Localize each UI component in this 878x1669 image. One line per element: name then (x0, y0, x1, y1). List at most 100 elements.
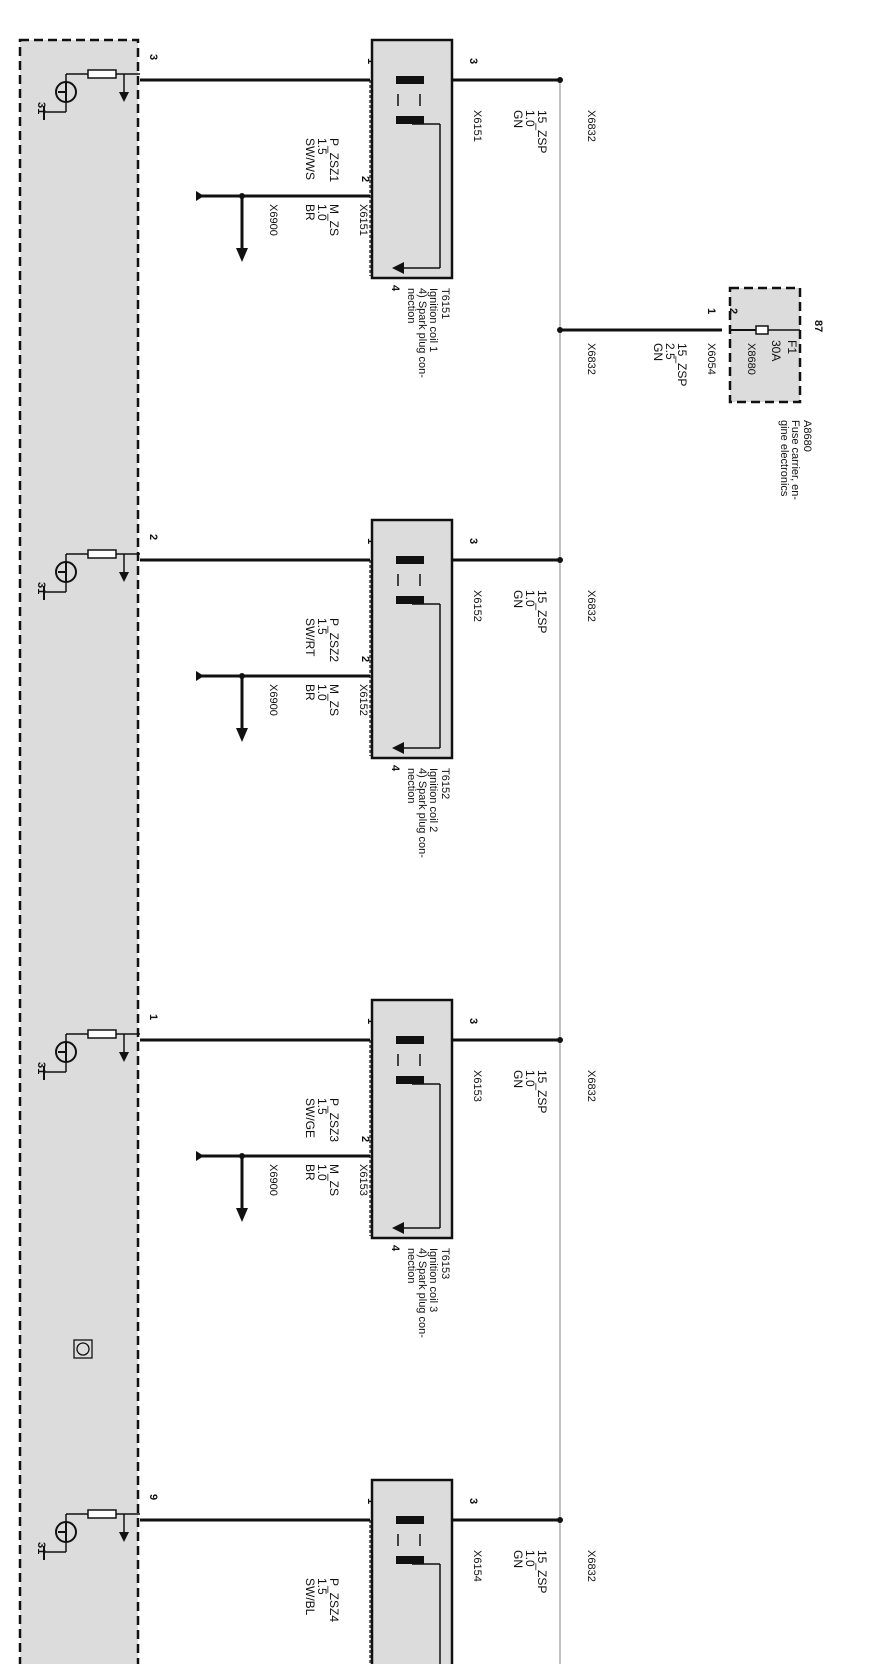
signal-wire-label: SW/GE (303, 1098, 317, 1138)
fuse-pin-87: 87 (812, 320, 824, 332)
ground-ref-label: X6900 (267, 204, 279, 236)
supply-wire-label: GN (511, 110, 525, 128)
fuse-wire-label: GN (651, 343, 665, 361)
control-unit-box (18, 38, 140, 1669)
ground-connector-label: X6151 (357, 204, 369, 236)
ground-wire-label: BR (303, 684, 317, 701)
transistor-output-icon (43, 1029, 140, 1080)
ground-wire-label: BR (303, 1164, 317, 1181)
coil-desc: Ignition coil 1 (427, 288, 439, 352)
signal-wire-label: 1.5 (315, 618, 329, 635)
ground-wire-label: BR (303, 204, 317, 221)
resistor-icon (87, 69, 117, 79)
coil-desc: nection (405, 288, 417, 323)
supply-connector-label: X6153 (471, 1070, 483, 1102)
fuse-name: F1 (785, 340, 799, 354)
supply-connector-label: X6152 (471, 590, 483, 622)
coil-winding-icon (396, 596, 424, 604)
ground-wire-end (196, 1151, 204, 1161)
splice-label: X6832 (585, 590, 597, 622)
signal-wire-label: SW/RT (303, 618, 317, 657)
splice-dot (557, 1517, 563, 1523)
signal-wire-label: SW/WS (303, 138, 317, 180)
spark-plug-arrow (392, 1222, 404, 1234)
supply-connector-label: X6154 (471, 1550, 483, 1582)
splice-dot (557, 77, 563, 83)
fuse-rating: 30A (769, 340, 783, 361)
supply-wire-label: 15_ZSP (535, 590, 549, 633)
coil-desc: 4) Spark plug con- (416, 768, 428, 858)
fuse-carrier-desc: Fuse carrier, en- (789, 420, 801, 500)
coil-desc: nection (405, 768, 417, 803)
spark-plug-arrow (392, 742, 404, 754)
ground-wire-label: M_ZS (327, 684, 341, 716)
coil-winding-icon (396, 1516, 424, 1524)
arrow-head (119, 1532, 129, 1542)
transistor-output-icon (43, 549, 140, 600)
coil-desc: nection (405, 1248, 417, 1283)
coil-pin-2: 2 (359, 656, 371, 662)
ground-wire-label: M_ZS (327, 1164, 341, 1196)
fuse-wire-label: 2.5 (663, 343, 677, 360)
supply-connector-label: X6151 (471, 110, 483, 142)
coil-pin-3: 3 (467, 538, 479, 544)
splice-dot (557, 327, 563, 333)
resistor-icon (87, 1029, 117, 1039)
ground-label-31: 31 (35, 1062, 47, 1074)
signal-wire-label: P_ZSZ3 (327, 1098, 341, 1142)
coil-pin-3: 3 (467, 1498, 479, 1504)
coil-desc: 4) Spark plug con- (416, 1248, 428, 1338)
coil-pin-3: 3 (467, 1018, 479, 1024)
fuse-icon (755, 325, 769, 335)
coil-winding-icon (396, 556, 424, 564)
ground-label-31: 31 (35, 582, 47, 594)
coil-winding-icon (396, 116, 424, 124)
ecu-symbol-icon (76, 1342, 90, 1356)
coil-winding-icon (396, 76, 424, 84)
fuse-out-pin: 2 (727, 308, 739, 314)
transistor-output-icon (43, 69, 140, 120)
fuse-wire-connector: X6054 (705, 343, 717, 375)
supply-wire-label: GN (511, 1070, 525, 1088)
coil-winding-icon (396, 1556, 424, 1564)
coil-desc: Ignition coil 2 (427, 768, 439, 832)
supply-wire-label: 15_ZSP (535, 110, 549, 153)
signal-wire-label: P_ZSZ1 (327, 138, 341, 182)
coil-id: T6153 (439, 1248, 451, 1279)
splice-dot (557, 1037, 563, 1043)
signal-wire-label: 1.5 (315, 1098, 329, 1115)
splice-dot (557, 557, 563, 563)
ground-wire-end (196, 191, 204, 201)
ground-label-31: 31 (35, 1542, 47, 1554)
supply-wire-label: 15_ZSP (535, 1070, 549, 1113)
ground-ref-label: X6900 (267, 684, 279, 716)
ecu-pin-label: 1 (147, 1014, 159, 1020)
splice-label: X6832 (585, 110, 597, 142)
ecu-pin-label: 3 (147, 54, 159, 60)
arrow-head (119, 572, 129, 582)
arrow-head (119, 92, 129, 102)
coil-pin-2: 2 (359, 1136, 371, 1142)
coil-id: T6151 (439, 288, 451, 319)
coil-id: T6152 (439, 768, 451, 799)
ecu-pin-label: 2 (147, 534, 159, 540)
fuse-in-pin: 1 (705, 308, 717, 314)
supply-wire-label: 1.0 (523, 590, 537, 607)
coil-pin-4: 4 (389, 285, 401, 292)
splice-label: X6832 (585, 1550, 597, 1582)
ground-arrow-icon (236, 248, 248, 262)
ecu-pin-label: 9 (147, 1494, 159, 1500)
ground-label-31: 31 (35, 102, 47, 114)
ground-ref-label: X6900 (267, 1164, 279, 1196)
ground-arrow-icon (236, 1208, 248, 1222)
coil-winding-icon (396, 1076, 424, 1084)
fuse-carrier-desc: gine electronics (778, 420, 790, 497)
transistor-output-icon (43, 1509, 140, 1560)
ground-wire-label: 1.0 (315, 204, 329, 221)
supply-wire-label: 1.0 (523, 110, 537, 127)
resistor-icon (87, 1509, 117, 1519)
fuse-wire-label: 15_ZSP (675, 343, 689, 386)
spark-plug-arrow (392, 262, 404, 274)
coil-pin-3: 3 (467, 58, 479, 64)
